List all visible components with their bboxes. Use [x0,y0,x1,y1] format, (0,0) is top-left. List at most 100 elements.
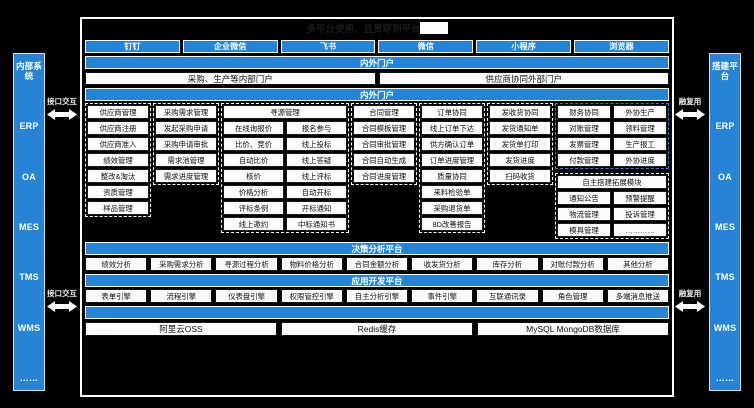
app-item-4[interactable]: 自主分析引擎 [345,289,409,303]
cell-delivery-3[interactable]: 发货进度 [489,153,551,167]
cell-demand-2[interactable]: 采购申请审批 [155,137,217,151]
app-item-7[interactable]: 角色管理 [541,289,604,303]
cell-outsource-0[interactable]: 外协生产 [613,105,667,119]
cell-sourcing-r-4[interactable]: 自动开标 [286,185,347,199]
infra-redis[interactable]: Redis缓存 [281,322,473,336]
cell-contract-0[interactable]: 合同管理 [353,105,415,119]
cell-extend-l-0[interactable]: 通知公告 [557,191,611,205]
client-dingtalk[interactable]: 钉钉 [85,40,180,53]
cell-sourcing-r-5[interactable]: 开标通知 [286,201,347,215]
right-connector-top: 融复用 [672,97,708,121]
app-item-5[interactable]: 事件引擎 [411,289,474,303]
group-finance-outsource-extend: 财务协同 对账管理 发票管理 付款管理 外协生产 领料管理 生产报工 外协进度 [555,103,669,239]
cell-supplier-0[interactable]: 供应商管理 [87,105,149,119]
cell-order-7[interactable]: 8D改善报告 [421,217,483,231]
cell-outsource-3[interactable]: 外协进度 [613,153,667,167]
cell-finance-0[interactable]: 财务协同 [557,105,611,119]
cell-supplier-3[interactable]: 绩效管理 [87,153,149,167]
cell-outsource-2[interactable]: 生产报工 [613,137,667,151]
decision-item-6[interactable]: 库存分析 [476,257,539,271]
right-rail-build-platform: 搭建平台 ERP OA MES TMS WMS …… [709,53,741,391]
cell-sourcing-l-1[interactable]: 比价、竞价 [223,137,284,151]
decision-item-3[interactable]: 物料价格分析 [280,257,343,271]
cell-finance-3[interactable]: 付款管理 [557,153,611,167]
cell-extend-r-0[interactable]: 预警提醒 [613,191,667,205]
client-feishu[interactable]: 飞书 [280,40,376,53]
cell-order-3[interactable]: 订单进度管理 [421,153,483,167]
decision-item-7[interactable]: 对账付款分析 [541,257,604,271]
cell-contract-2[interactable]: 合同审批管理 [353,137,415,151]
cell-sourcing-r-0[interactable]: 报名参与 [286,121,347,135]
cell-supplier-1[interactable]: 供应商注册 [87,121,149,135]
decision-item-8[interactable]: 其他分析 [606,257,669,271]
cell-sourcing-l-3[interactable]: 核价 [223,169,284,183]
cell-extend-r-2[interactable]: ………… [613,223,667,237]
cell-order-0[interactable]: 订单协同 [421,105,483,119]
decision-item-1[interactable]: 采购需求分析 [150,257,213,271]
cell-extend-l-1[interactable]: 物流管理 [557,207,611,221]
double-arrow-icon [47,108,77,120]
cell-demand-4[interactable]: 需求进度管理 [155,169,217,183]
portal-bar-modules: 内外门户 [85,88,669,101]
cell-sourcing-r-2[interactable]: 线上答疑 [286,153,347,167]
portal-internal[interactable]: 采购、生产等内部门户 [85,72,376,85]
cell-sourcing-l-5[interactable]: 评标条例 [223,201,284,215]
cell-sourcing-header[interactable]: 寻源管理 [223,105,347,119]
cell-delivery-0[interactable]: 发收货协同 [489,105,551,119]
left-connector-bottom-label: 接口交互 [47,289,77,298]
infra-database[interactable]: MySQL MongoDB数据库 [477,322,669,336]
cell-delivery-1[interactable]: 发货通知单 [489,121,551,135]
cell-extend-r-1[interactable]: 投诉管理 [613,207,667,221]
cell-extend-header[interactable]: 自主搭建拓展模块 [557,175,667,189]
app-item-3[interactable]: 权限管控引擎 [280,289,343,303]
app-item-0[interactable]: 表单引擎 [85,289,148,303]
right-rail-item-1: ERP [715,121,735,132]
cell-order-2[interactable]: 供方确认订单 [421,137,483,151]
left-rail-item-3: MES [18,221,40,232]
decision-item-5[interactable]: 收发货分析 [411,257,474,271]
cell-order-6[interactable]: 采购退货单 [421,201,483,215]
cell-demand-0[interactable]: 采购需求管理 [155,105,217,119]
cell-contract-4[interactable]: 合同进度管理 [353,169,415,183]
cell-sourcing-r-6[interactable]: 中标通知书 [286,217,347,231]
portal-external[interactable]: 供应商协同外部门户 [378,72,669,85]
app-item-2[interactable]: 仪表盘引擎 [215,289,278,303]
cell-finance-2[interactable]: 发票管理 [557,137,611,151]
cell-sourcing-l-4[interactable]: 价格分析 [223,185,284,199]
cell-delivery-4[interactable]: 扫码收货 [489,169,551,183]
cell-delivery-2[interactable]: 发货单打印 [489,137,551,151]
cell-contract-1[interactable]: 合同模板管理 [353,121,415,135]
cell-order-5[interactable]: 来料检验单 [421,185,483,199]
cell-finance-1[interactable]: 对账管理 [557,121,611,135]
cell-supplier-6[interactable]: 样品管理 [87,201,149,215]
cell-contract-3[interactable]: 合同自动生成 [353,153,415,167]
cell-sourcing-l-2[interactable]: 自动比价 [223,153,284,167]
app-item-1[interactable]: 流程引擎 [150,289,213,303]
cell-order-4[interactable]: 质量协同 [421,169,483,183]
app-item-8[interactable]: 多端消息推送 [606,289,669,303]
right-rail-item-5: WMS [713,322,737,333]
cell-sourcing-r-3[interactable]: 线上评标 [286,169,347,183]
cell-order-1[interactable]: 线上订单下达 [421,121,483,135]
cell-supplier-4[interactable]: 整改&淘汰 [87,169,149,183]
cell-outsource-1[interactable]: 领料管理 [613,121,667,135]
left-rail-item-1: ERP [19,121,39,132]
app-item-6[interactable]: 互联通讯录 [476,289,539,303]
decision-item-4[interactable]: 合同金额分析 [345,257,409,271]
cell-demand-1[interactable]: 发起采购申请 [155,121,217,135]
cell-sourcing-l-0[interactable]: 在线询报价 [223,121,284,135]
decision-item-2[interactable]: 寻源过程分析 [215,257,278,271]
client-miniprogram[interactable]: 小程序 [476,40,572,53]
client-wechat[interactable]: 微信 [378,40,474,53]
cell-supplier-2[interactable]: 供应商准入 [87,137,149,151]
cell-demand-3[interactable]: 需求池管理 [155,153,217,167]
cell-supplier-5[interactable]: 资质管理 [87,185,149,199]
cell-sourcing-r-1[interactable]: 线上投标 [286,137,347,151]
infra-oss[interactable]: 阿里云OSS [85,322,277,336]
decision-item-0[interactable]: 绩效分析 [85,257,148,271]
client-wecom[interactable]: 企业微信 [182,40,278,53]
client-browser[interactable]: 浏览器 [574,40,669,53]
portal-bar-top: 内外门户 [85,56,669,69]
cell-extend-l-2[interactable]: 模具管理 [557,223,611,237]
cell-sourcing-l-6[interactable]: 线上邀约 [223,217,284,231]
